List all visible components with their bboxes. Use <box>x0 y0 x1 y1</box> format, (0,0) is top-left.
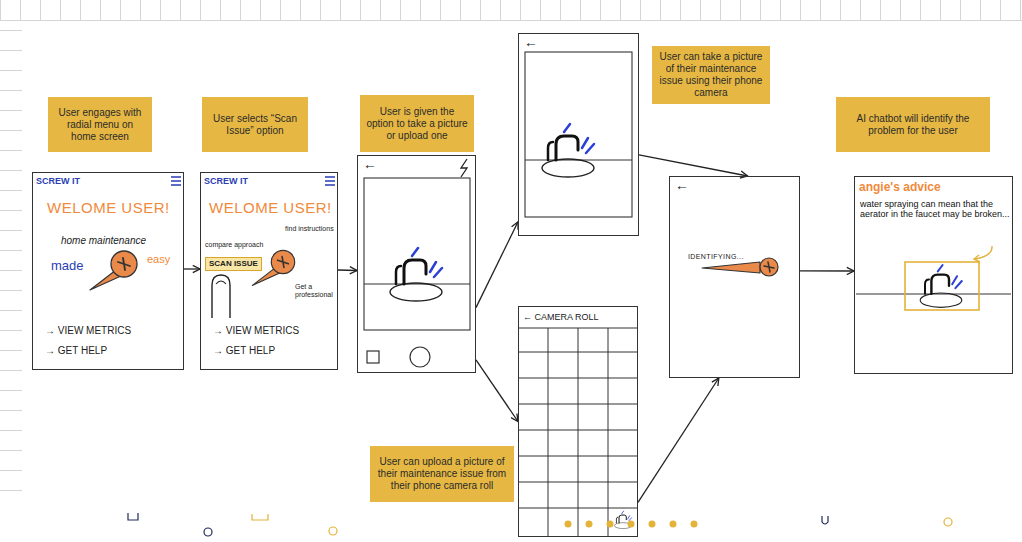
screw-cross <box>764 262 774 272</box>
caption-text: User can upload a picture of their maint… <box>376 456 508 492</box>
flow-arrow <box>639 155 748 176</box>
tagline: easy <box>147 253 170 266</box>
step-caption: User selects “Scan Issue” option <box>202 97 308 152</box>
caption-text: User can take a picture of their mainten… <box>658 51 764 99</box>
back-arrow: ← <box>675 177 689 193</box>
back-arrow: ← <box>363 156 377 172</box>
viewfinder <box>364 178 470 330</box>
back-arrow: ← <box>524 34 538 50</box>
step-caption: User engages with radial menu on home sc… <box>48 97 152 152</box>
faucet-sketch <box>920 265 962 307</box>
sketch-part <box>607 521 614 528</box>
step-caption: User is given the option to take a pictu… <box>360 95 474 152</box>
deco-shape <box>822 516 828 524</box>
screw-head <box>760 258 778 276</box>
phone-screen: ← CAMERA ROLL <box>518 306 638 537</box>
welcome-heading: WELOME USER! <box>47 199 170 216</box>
menu-option: Get a professional <box>295 283 337 299</box>
deco-circle <box>944 518 952 526</box>
gallery-button <box>367 351 379 363</box>
menu-option: compare approach <box>205 241 263 249</box>
menu-link: → GET HELP <box>213 345 275 357</box>
sketch-part <box>691 521 698 528</box>
sketch-part <box>649 521 656 528</box>
menu-link: → GET HELP <box>45 345 107 357</box>
tagline: home maintenance <box>61 235 146 247</box>
photo-grid <box>518 328 638 537</box>
flow-arrow <box>638 378 719 502</box>
menu-option: find instructions <box>285 225 335 233</box>
phone-screen: angie's advice water spraying can mean th… <box>854 176 1013 374</box>
sketch-part <box>565 521 572 528</box>
menu-icon <box>325 177 335 185</box>
phone-screen: ← <box>518 33 639 236</box>
caption-text: User engages with radial menu on home sc… <box>54 107 146 143</box>
flash-icon <box>461 159 467 177</box>
deco-shape <box>252 514 268 520</box>
flow-arrow <box>184 268 200 269</box>
deco-shape <box>128 513 138 520</box>
flow-arrow <box>800 270 854 271</box>
pointer-head <box>974 255 980 262</box>
deco-dots <box>565 521 698 528</box>
phone-screen: ← <box>357 155 476 373</box>
menu-link: → VIEW METRICS <box>213 325 299 337</box>
chatbot-advice: water spraying can mean that the aerator… <box>860 199 1010 220</box>
menu-option-chip: SCAN ISSUE <box>205 257 262 271</box>
finger-sketch <box>212 275 230 318</box>
phone-screen: SCREW IT WELOME USER! home maintenance made… <box>32 172 184 370</box>
app-name: SCREW IT <box>36 176 80 186</box>
finger-nail <box>216 281 226 284</box>
tagline: made <box>51 259 84 274</box>
step-caption: AI chatbot will identify the problem for… <box>836 97 990 152</box>
phone-screen: SCREW IT WELOME USER! compare approach find… <box>200 172 338 370</box>
viewfinder <box>525 52 632 217</box>
step-caption: User can upload a picture of their maint… <box>370 446 514 502</box>
highlight-box <box>905 262 979 310</box>
screw-shaft <box>702 262 760 273</box>
phone-screen: ← IDENTIFYING... <box>669 176 800 378</box>
flow-arrow <box>476 360 518 422</box>
status-text: IDENTIFYING... <box>688 253 744 261</box>
deco-circle <box>329 527 337 535</box>
screw-logo <box>90 251 137 290</box>
caption-text: User is given the option to take a pictu… <box>366 106 468 142</box>
sketch-part <box>586 521 593 528</box>
chatbot-name: angie's advice <box>859 181 941 195</box>
deco-circle <box>204 528 212 536</box>
option-label: SCAN ISSUE <box>209 259 258 269</box>
faucet-sketch <box>542 124 594 177</box>
app-name: SCREW IT <box>204 176 248 186</box>
welcome-heading: WELOME USER! <box>209 199 332 216</box>
sketch-part <box>628 521 635 528</box>
flow-arrow <box>476 222 518 308</box>
menu-icon <box>171 177 181 185</box>
shutter-button <box>410 347 430 367</box>
ruler-line <box>0 20 1022 21</box>
caption-text: AI chatbot will identify the problem for… <box>842 113 984 137</box>
menu-link: → VIEW METRICS <box>45 325 131 337</box>
sketch-part <box>670 521 677 528</box>
ruler-ticks <box>0 30 22 500</box>
caption-text: User selects “Scan Issue” option <box>208 113 302 137</box>
faucet-sketch <box>390 248 442 301</box>
screen-header: ← CAMERA ROLL <box>523 312 599 322</box>
step-caption: User can take a picture of their mainten… <box>652 46 770 104</box>
ruler-ticks <box>0 0 1022 20</box>
flow-arrow <box>338 269 357 271</box>
